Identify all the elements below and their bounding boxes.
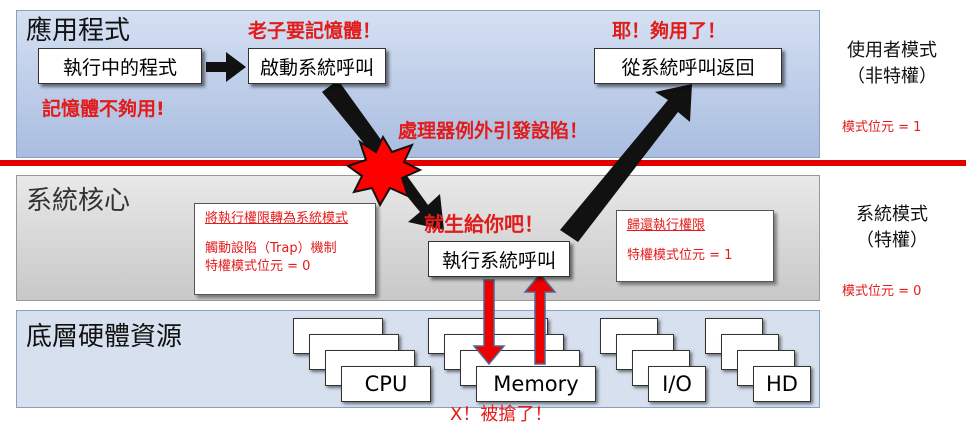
io-box: I/O [648, 366, 706, 402]
system-mode-label: 系統模式 （特權） [828, 202, 956, 254]
user-mode-bit: 模式位元 = 1 [842, 120, 922, 135]
exec-syscall-box: 執行系統呼叫 [428, 241, 570, 277]
return-syscall-box: 從系統呼叫返回 [594, 48, 782, 84]
enough-text: 耶！夠用了！ [612, 20, 727, 42]
need-memory-text: 老子要記憶體！ [248, 20, 382, 42]
restore-note-line1: 特權模式位元 = 1 [627, 248, 733, 263]
arrow-up-from-memory [523, 272, 557, 365]
exception-text: 處理器例外引發設陷！ [398, 120, 589, 142]
running-program-box: 執行中的程式 [38, 48, 202, 84]
system-mode-bit: 模式位元 = 0 [842, 284, 922, 299]
explosion-icon [345, 134, 423, 208]
trap-note: 將執行權限轉為系統模式 觸動設陷（Trap）機制 特權模式位元 = 0 [194, 203, 376, 295]
stolen-text: X！被搶了！ [450, 404, 553, 425]
user-mode-label: 使用者模式 （非特權） [828, 38, 956, 90]
user-band-title: 應用程式 [26, 16, 131, 46]
trap-note-line1: 觸動設陷（Trap）機制 [205, 241, 337, 256]
restore-note: 歸還執行權限 特權模式位元 = 1 [616, 210, 774, 282]
trap-note-heading: 將執行權限轉為系統模式 [205, 211, 349, 226]
hardware-band-title: 底層硬體資源 [26, 322, 183, 352]
give-text: 就生給你吧！ [424, 212, 544, 236]
arrow-up-to-return [560, 84, 692, 242]
user-mode-band [16, 10, 820, 158]
mode-divider [0, 160, 966, 166]
not-enough-text: 記憶體不夠用! [42, 98, 165, 120]
arrow-down-to-memory [472, 279, 506, 366]
restore-note-heading: 歸還執行權限 [627, 218, 706, 233]
hd-box: HD [753, 366, 811, 402]
user-priv-text: （非特權） [847, 66, 937, 87]
kernel-band-title: 系統核心 [26, 186, 131, 216]
cpu-box: CPU [341, 366, 431, 402]
trap-note-line2: 特權模式位元 = 0 [205, 259, 311, 274]
memory-box: Memory [476, 366, 596, 402]
start-syscall-box: 啟動系統呼叫 [248, 48, 386, 84]
sys-mode-text: 系統模式 [856, 204, 928, 225]
arrow-right-icon [206, 52, 246, 82]
sys-priv-text: （特權） [856, 230, 928, 251]
user-mode-text: 使用者模式 [847, 40, 937, 61]
